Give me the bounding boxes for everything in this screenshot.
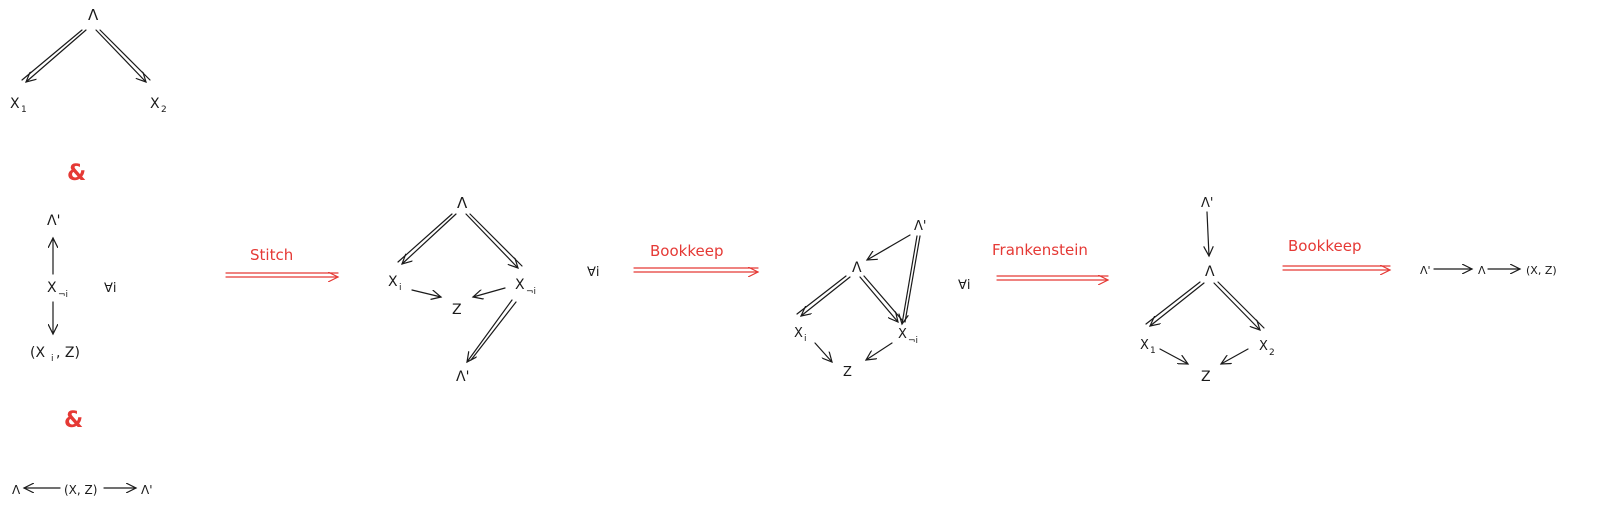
bookkeep-step-1: Bookkeep <box>633 242 758 272</box>
node-z-g4: Z <box>1201 369 1211 385</box>
bookkept-graph: Λ' Λ X i X ¬i Z <box>794 219 926 380</box>
middle-left-graph: Λ' X ¬i (X i , Z) ∀i <box>30 213 117 364</box>
edge-lambda-x1-g4-stroke <box>1145 281 1201 325</box>
node-xi-g2-sub: i <box>399 283 402 293</box>
edge-lambda-x2-g4 <box>1213 282 1260 330</box>
node-x1: X <box>10 96 20 112</box>
node-z-g3: Z <box>843 365 852 380</box>
node-x2-sub: 2 <box>161 105 167 115</box>
edge-lambda-xnoti-g2-stroke <box>469 213 523 267</box>
edge-xnoti-lambda-prime-g2-stroke <box>470 301 517 361</box>
edge-lambda-x1-g4 <box>1150 282 1205 326</box>
edge-lambda-xnoti-g2 <box>465 213 518 268</box>
forall-i-1: ∀i <box>104 281 117 296</box>
node-xnoti-g3-sub: ¬i <box>908 336 918 346</box>
bottom-left-chain: Λ (X, Z) Λ' <box>12 483 153 497</box>
node-tuple-xi-z-end: , Z) <box>56 345 80 361</box>
node-xnoti-g3: X <box>898 327 907 342</box>
frankenstein-label: Frankenstein <box>992 241 1088 259</box>
edge-lambda-x2-g4-stroke <box>1217 281 1265 329</box>
node-lambda-prime-final: Λ' <box>1420 264 1431 277</box>
node-lambda-prime: Λ' <box>47 213 60 229</box>
node-x-not-i: X <box>47 280 57 296</box>
ampersand-2: & <box>64 408 83 433</box>
stitched-graph: Λ X i X ¬i Z Λ' <box>388 194 536 385</box>
node-xi-g3: X <box>794 326 803 341</box>
node-x1-g4: X <box>1140 338 1149 353</box>
node-x2: X <box>150 96 160 112</box>
edge-xi-z-g3 <box>814 342 832 362</box>
edge-xnoti-lambda-prime-g2 <box>467 299 513 362</box>
node-lambda-prime-g4: Λ' <box>1201 196 1213 211</box>
edge-xi-z-g2 <box>411 289 441 297</box>
node-lambda-bottom: Λ <box>12 483 21 497</box>
node-tuple-x-z-final: (X, Z) <box>1526 264 1557 277</box>
node-lambda-g2: Λ <box>457 194 468 212</box>
node-x-not-i-sub: ¬i <box>58 290 68 300</box>
bookkeep-label-2: Bookkeep <box>1288 237 1361 255</box>
node-tuple-xi-z-sub: i <box>51 354 54 364</box>
node-x1-sub: 1 <box>21 105 27 115</box>
node-xnoti-g2-sub: ¬i <box>526 287 536 297</box>
bookkeep-label-1: Bookkeep <box>650 242 723 260</box>
edge-lambda-xi-g2 <box>402 213 457 264</box>
frankenstein-step: Frankenstein <box>992 241 1108 280</box>
edge-lambda-prime-lambda-g3 <box>867 234 911 260</box>
node-lambda-g4: Λ <box>1205 264 1215 280</box>
edge-x2-z-g4 <box>1221 348 1249 364</box>
node-xi-g2: X <box>388 274 398 290</box>
edge-lambda-xi-g3 <box>801 276 851 316</box>
node-x2-g4: X <box>1259 339 1268 354</box>
edge-lambda-x2-stroke <box>99 29 151 81</box>
final-chain: Λ' Λ (X, Z) <box>1420 264 1557 277</box>
edge-lambda-prime-xnoti-g3 <box>902 235 918 324</box>
node-tuple-x-z-bottom: (X, Z) <box>64 483 97 497</box>
node-lambda-final: Λ <box>1478 264 1486 277</box>
edge-xnoti-z-g3 <box>866 342 893 360</box>
forall-i-3: ∀i <box>958 278 971 293</box>
node-x1-g4-sub: 1 <box>1150 346 1156 356</box>
node-lambda: Λ <box>88 6 99 24</box>
edge-lambda-x1-stroke <box>21 29 83 81</box>
edge-lambda-xnoti-g3 <box>859 276 898 322</box>
edge-lambda-xnoti-g3-stroke <box>863 275 903 321</box>
edge-lambda-xi-g2-stroke <box>397 213 453 263</box>
edge-lambda-xi-g3-stroke <box>796 275 847 315</box>
node-lambda-prime-g3: Λ' <box>914 219 926 234</box>
node-lambda-g3: Λ <box>852 260 862 276</box>
stitch-label: Stitch <box>250 246 293 264</box>
node-tuple-xi-z: (X <box>30 345 45 361</box>
forall-i-2: ∀i <box>587 265 600 280</box>
node-lambda-prime-g2: Λ' <box>456 369 469 385</box>
edge-xnoti-z-g2 <box>473 287 506 297</box>
stitch-step: Stitch <box>225 246 338 277</box>
edge-lambda-x2 <box>95 29 146 82</box>
edge-lambda-prime-lambda-g4 <box>1207 211 1209 256</box>
ampersand-1: & <box>67 161 86 186</box>
node-x2-g4-sub: 2 <box>1269 348 1275 358</box>
edge-lambda-prime-xnoti-g3-stroke <box>904 235 921 323</box>
node-xi-g3-sub: i <box>804 334 807 344</box>
bookkeep-step-2: Bookkeep <box>1282 237 1390 270</box>
node-xnoti-g2: X <box>515 277 525 293</box>
node-lambda-prime-bottom: Λ' <box>141 483 153 497</box>
frankenstein-graph: Λ' Λ X 1 X 2 Z <box>1140 196 1275 385</box>
top-left-graph: Λ X 1 X 2 <box>10 6 167 115</box>
edge-x1-z-g4 <box>1159 348 1188 364</box>
edge-lambda-x1 <box>26 29 87 82</box>
node-z-g2: Z <box>452 302 462 318</box>
